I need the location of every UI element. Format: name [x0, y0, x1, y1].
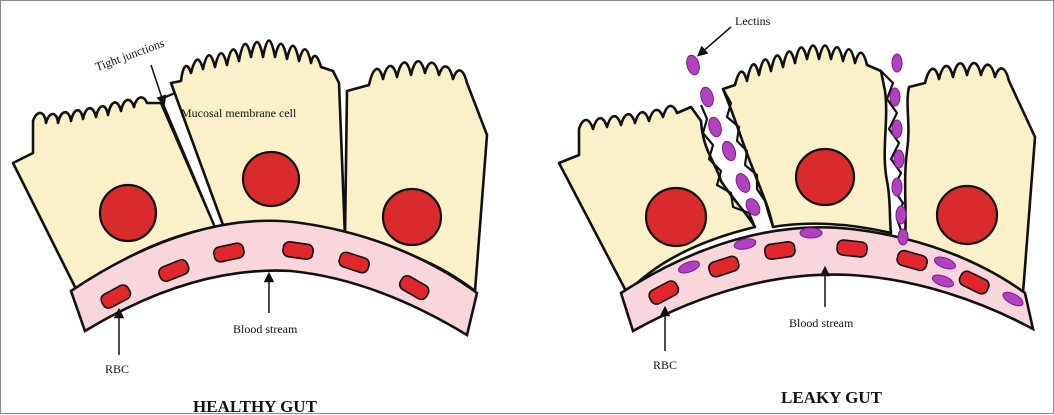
rbc	[282, 241, 314, 260]
leaky-rbc-label: RBC	[653, 358, 677, 372]
tight-junctions-arrow	[151, 65, 163, 101]
leaky-gut-title: LEAKY GUT	[781, 388, 883, 407]
healthy-gut-panel: Tight junctions Mucosal membrane cell Bl…	[13, 36, 487, 415]
lectin	[707, 116, 724, 138]
healthy-middle-nucleus	[243, 152, 299, 206]
healthy-gut-title: HEALTHY GUT	[193, 397, 318, 415]
healthy-rbc-label: RBC	[105, 362, 129, 376]
healthy-left-nucleus	[100, 185, 156, 241]
healthy-right-nucleus	[383, 189, 441, 245]
lectins-label: Lectins	[735, 14, 771, 28]
lectin	[892, 54, 902, 72]
leaky-middle-nucleus	[796, 149, 854, 205]
healthy-blood-stream-label: Blood stream	[233, 322, 298, 336]
lectin	[892, 178, 902, 196]
rbc	[836, 239, 867, 257]
lectins-arrow	[701, 27, 731, 53]
lectin	[890, 88, 900, 106]
lectin	[894, 150, 904, 168]
lectin	[720, 140, 738, 163]
rbc	[764, 241, 796, 260]
tight-junctions-label: Tight junctions	[93, 36, 166, 74]
lectin	[685, 54, 702, 76]
lectin	[800, 228, 822, 238]
leaky-blood-stream-label: Blood stream	[789, 316, 854, 330]
lectin	[699, 86, 716, 108]
lectin	[733, 171, 752, 194]
leaky-gut-panel: Lectins Blood stream RBC LEAKY GUT	[559, 14, 1035, 407]
leaky-right-nucleus	[937, 186, 997, 244]
lectin	[896, 206, 906, 224]
leaky-left-nucleus	[646, 188, 706, 246]
lectin	[892, 120, 902, 138]
lectin	[898, 229, 908, 245]
mucosal-membrane-label: Mucosal membrane cell	[181, 106, 297, 120]
